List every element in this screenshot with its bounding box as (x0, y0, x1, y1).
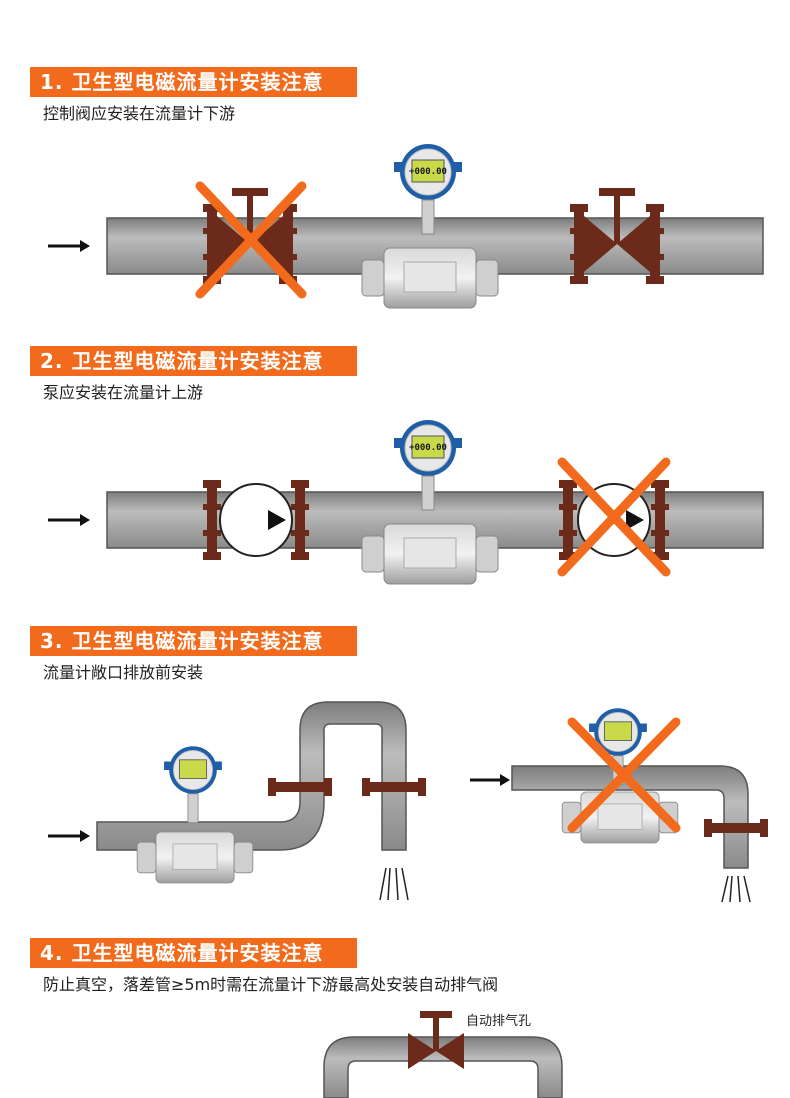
cross-mark-icon (557, 457, 671, 577)
section-2-title: 2. 卫生型电磁流量计安装注意 (30, 346, 357, 376)
section-4-title: 4. 卫生型电磁流量计安装注意 (30, 938, 357, 968)
flow-arrow-icon (470, 774, 510, 786)
section-4-subtitle: 防止真空，落差管≥5m时需在流量计下游最高处安装自动排气阀 (43, 975, 499, 994)
cross-mark-icon (195, 181, 307, 299)
pipe (323, 1036, 563, 1098)
section-3-title: 3. 卫生型电磁流量计安装注意 (30, 626, 357, 656)
diagram-3 (48, 701, 768, 903)
cross-mark-icon (567, 717, 681, 833)
diagram-4: 自动排气孔 (323, 1011, 563, 1098)
flange (272, 782, 328, 792)
section-3-subtitle: 流量计敞口排放前安装 (43, 663, 204, 682)
flow-arrow-icon (48, 830, 90, 842)
flange (366, 782, 422, 792)
section-1-subtitle: 控制阀应安装在流量计下游 (43, 104, 236, 123)
meter-display: +000.00 (409, 443, 447, 453)
section-2-subtitle: 泵应安装在流量计上游 (43, 383, 204, 402)
pump-icon (203, 480, 309, 560)
water-spray-icon (379, 867, 409, 901)
air-vent-valve-icon (408, 1011, 464, 1069)
air-vent-label: 自动排气孔 (466, 1013, 531, 1029)
flow-arrow-icon (48, 240, 90, 252)
meter-display: +000.00 (409, 167, 447, 177)
diagram-2: +000.00 (48, 419, 764, 585)
diagram-1: +000.00 (48, 143, 764, 309)
water-spray-icon (721, 875, 751, 903)
flange (708, 823, 764, 833)
pipe (96, 701, 407, 851)
section-1-title: 1. 卫生型电磁流量计安装注意 (30, 67, 357, 97)
flowmeter-head (163, 745, 223, 824)
flow-arrow-icon (48, 514, 90, 526)
